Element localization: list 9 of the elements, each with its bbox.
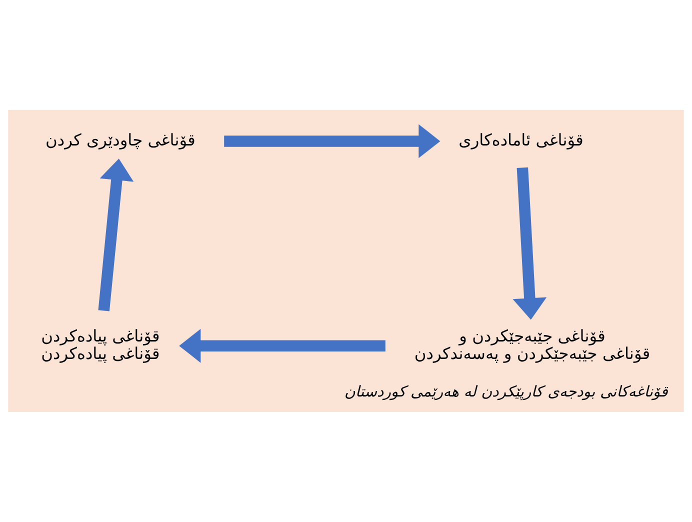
node-text: قۆناغی ئامادەکاری	[458, 130, 584, 150]
node-text: قۆناغی پیادەکردن قۆناغی پیادەکردن	[41, 326, 160, 363]
caption: قۆناغەکانی بودجەی کارپێکردن لە هەرێمی کوردستان	[344, 382, 668, 401]
arrow	[98, 158, 134, 312]
node-text: قۆناغی جێبەجێکردن و قۆناغی جێبەجێکردن و پەسەندکردن	[414, 326, 650, 363]
node-text: قۆناغی چاودێری کردن	[45, 130, 196, 150]
arrow	[512, 167, 547, 320]
arrow	[224, 124, 440, 158]
arrow	[179, 328, 386, 363]
